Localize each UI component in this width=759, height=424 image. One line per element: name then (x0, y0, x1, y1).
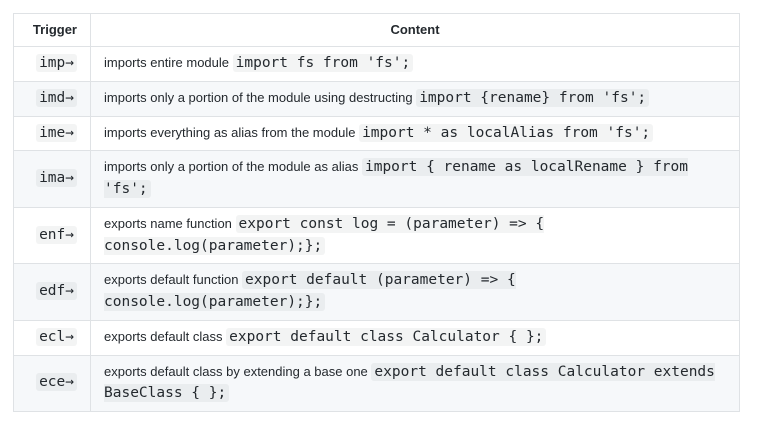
content-code: import {rename} from 'fs'; (416, 88, 650, 107)
content-cell: exports default function export default … (90, 263, 740, 321)
trigger-cell: ecl→ (13, 319, 91, 356)
content-cell: imports only a portion of the module as … (90, 150, 740, 208)
content-text: exports default function (104, 272, 239, 288)
table-row: ece→ exports default class by extending … (13, 354, 740, 412)
content-text: imports everything as alias from the mod… (104, 124, 356, 140)
content-cell: exports name function export const log =… (90, 206, 740, 265)
trigger-code: ece→ (36, 373, 77, 392)
content-cell: imports everything as alias from the mod… (90, 115, 740, 152)
trigger-cell: imp→ (13, 46, 91, 82)
content-code: import fs from 'fs'; (232, 54, 414, 72)
table-header: Trigger Content (13, 13, 740, 47)
content-text: exports default class (104, 328, 223, 344)
table-row: ecl→ exports default class export defaul… (13, 319, 740, 356)
column-header-trigger: Trigger (13, 13, 91, 47)
trigger-code: ime→ (36, 123, 77, 142)
trigger-code: edf→ (36, 282, 77, 301)
trigger-code: imp→ (36, 54, 77, 72)
snippets-table: Trigger Content imp→ imports entire modu… (13, 13, 740, 412)
table-row: imp→ imports entire module import fs fro… (13, 46, 740, 82)
trigger-cell: edf→ (13, 263, 91, 321)
trigger-cell: enf→ (13, 206, 91, 265)
readme-page: Trigger Content imp→ imports entire modu… (13, 13, 740, 412)
trigger-cell: ima→ (13, 150, 91, 208)
trigger-cell: imd→ (13, 80, 91, 117)
trigger-code: imd→ (36, 88, 77, 107)
trigger-cell: ime→ (13, 115, 91, 152)
column-header-content: Content (90, 13, 740, 47)
content-cell: imports entire module import fs from 'fs… (90, 46, 740, 82)
content-code: export default class Calculator { }; (226, 327, 547, 346)
content-cell: imports only a portion of the module usi… (90, 80, 740, 117)
header-row: Trigger Content (13, 13, 740, 47)
content-text: imports only a portion of the module as … (104, 159, 359, 175)
trigger-code: ecl→ (36, 327, 77, 346)
trigger-code: enf→ (36, 225, 77, 244)
table-row: ime→ imports everything as alias from th… (13, 115, 740, 152)
trigger-code: ima→ (36, 169, 77, 188)
table-body: imp→ imports entire module import fs fro… (13, 46, 740, 412)
content-code: import * as localAlias from 'fs'; (359, 123, 654, 142)
table-row: imd→ imports only a portion of the modul… (13, 80, 740, 117)
content-cell: exports default class by extending a bas… (90, 354, 740, 412)
table-row: edf→ exports default function export def… (13, 263, 740, 321)
content-text: exports default class by extending a bas… (104, 363, 368, 379)
trigger-cell: ece→ (13, 354, 91, 412)
table-row: ima→ imports only a portion of the modul… (13, 150, 740, 208)
content-cell: exports default class export default cla… (90, 319, 740, 356)
content-text: imports entire module (104, 55, 229, 70)
content-text: exports name function (104, 215, 232, 231)
content-text: imports only a portion of the module usi… (104, 89, 413, 105)
table-row: enf→ exports name function export const … (13, 206, 740, 265)
